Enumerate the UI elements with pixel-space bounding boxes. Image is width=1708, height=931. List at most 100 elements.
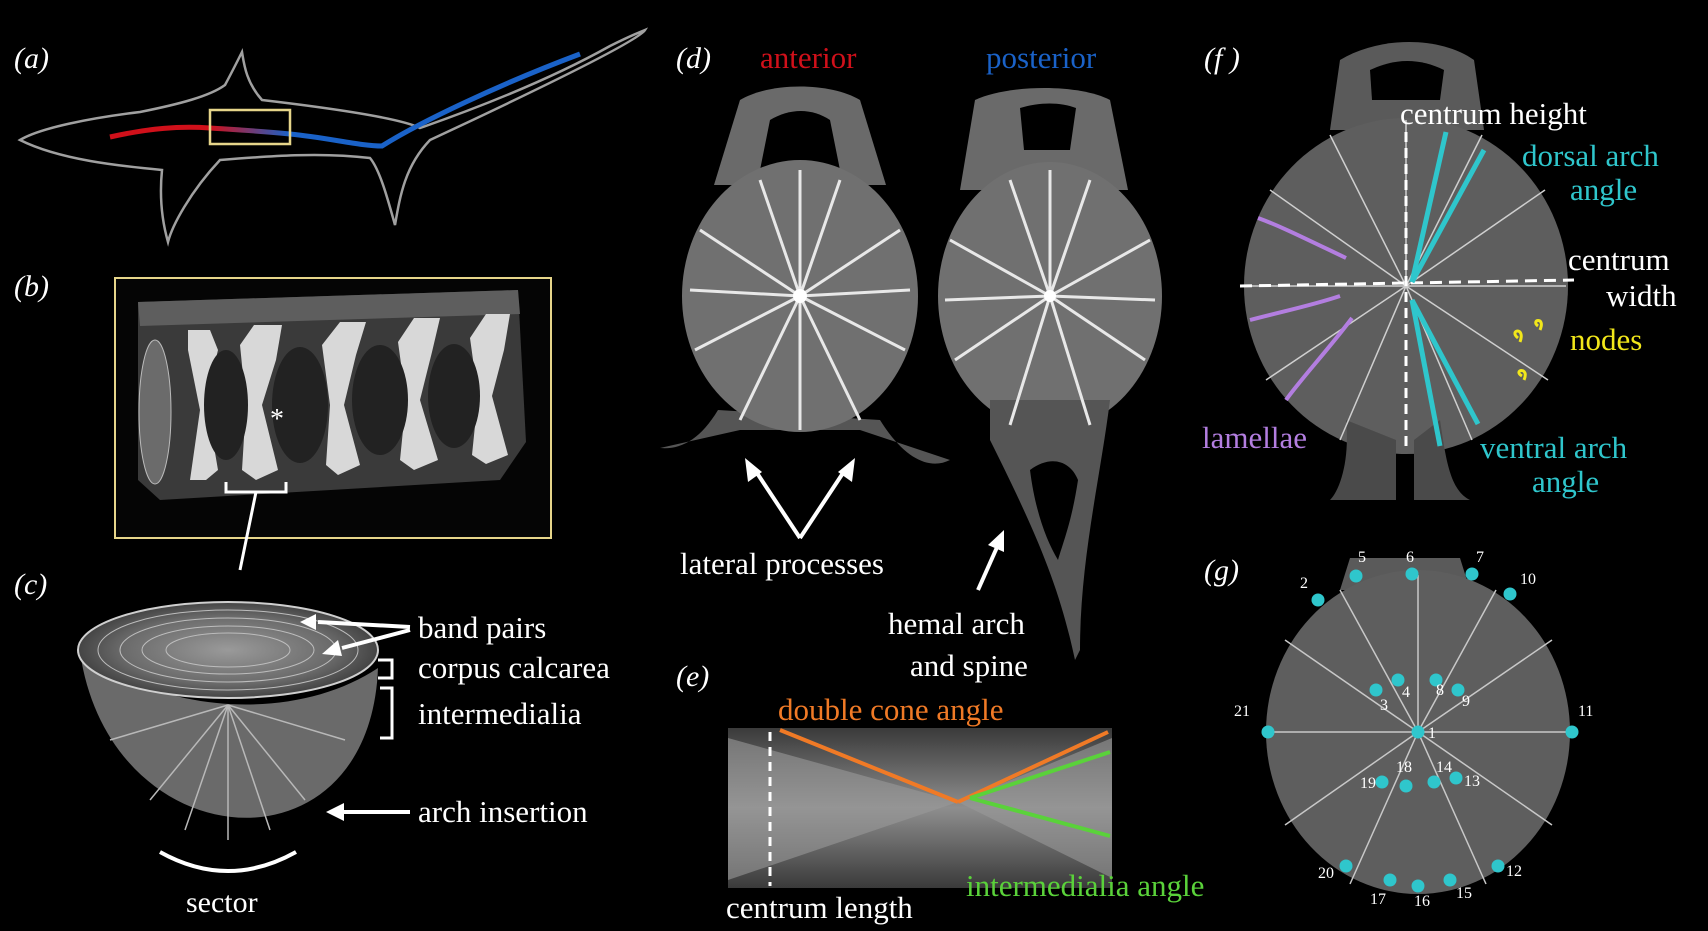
bracket-corpus: [378, 658, 394, 680]
landmark-dot-18: [1399, 779, 1413, 793]
arrow-lateral-left-head: [745, 458, 762, 482]
landmark-dot-14: [1427, 775, 1441, 789]
shark-outline: [17, 27, 649, 247]
region-box: [208, 108, 292, 146]
label-lateral-processes: lateral processes: [680, 546, 884, 581]
ventral-arch-line-2: [1409, 298, 1481, 426]
label-arch-insertion: arch insertion: [418, 794, 588, 829]
arrow-lateral-right-head: [838, 458, 855, 482]
spine-anterior: [109, 124, 211, 140]
label-nodes: nodes: [1570, 322, 1642, 357]
landmark-dot-13: [1449, 771, 1463, 785]
panel-label-f: (f ): [1204, 42, 1240, 75]
panel-label-e: (e): [676, 660, 709, 693]
label-intermedialia: intermedialia: [418, 696, 582, 731]
lamella-trace-2: [1249, 294, 1341, 322]
landmark-label-4: 4: [1402, 684, 1410, 701]
node-markers: [1513, 319, 1543, 381]
label-sector: sector: [186, 886, 258, 919]
landmark-dot-8: [1429, 673, 1443, 687]
landmark-label-8: 8: [1436, 682, 1444, 699]
landmark-dot-11: [1565, 725, 1579, 739]
label-hemal-1: hemal arch: [888, 606, 1025, 641]
landmark-dot-5: [1349, 569, 1363, 583]
arrow-hemal: [976, 544, 1000, 591]
arrow-band-pairs-1-head: [300, 614, 316, 630]
panel-c: (c) sector band pairs corpus calcarea i: [14, 568, 610, 919]
arrow-arch-insertion-head: [326, 803, 344, 821]
sector-bracket: [159, 850, 297, 873]
anterior-neural-canal: [760, 111, 840, 170]
landmark-label-12: 12: [1506, 863, 1522, 880]
landmark-dot-20: [1339, 859, 1353, 873]
label-ventral-1: ventral arch: [1480, 430, 1628, 465]
intermedialia-line-bottom: [969, 796, 1111, 838]
intermedialia-line-top: [969, 750, 1111, 800]
arrow-lateral-left: [753, 468, 802, 540]
centrum-bowl: [80, 652, 378, 818]
ventral-arch-line-1: [1409, 299, 1443, 447]
bracket-b-connector: [238, 491, 258, 571]
landmark-dot-6: [1405, 567, 1419, 581]
panel-label-b: (b): [14, 270, 49, 303]
dorsal-arch-line-1: [1409, 131, 1449, 283]
panel-label-a: (a): [14, 42, 49, 75]
cut-face: [138, 339, 172, 485]
landmark-label-16: 16: [1414, 893, 1430, 910]
bracket-intermedialia: [380, 686, 394, 740]
landmark-label-17: 17: [1370, 891, 1386, 908]
panel-label-c: (c): [14, 568, 47, 601]
anterior-lamellae: [689, 170, 911, 430]
landmark-label-3: 3: [1380, 697, 1388, 714]
label-centrum-length: centrum length: [726, 890, 913, 925]
posterior-hemal-canal: [1030, 461, 1078, 560]
landmark-label-9: 9: [1462, 693, 1470, 710]
f-hemal-arch: [1330, 420, 1470, 500]
landmark-label-1: 1: [1428, 725, 1436, 742]
label-intermedialia-angle: intermedialia angle: [966, 868, 1204, 903]
label-centrum-2: width: [1606, 278, 1677, 313]
arrow-band-pairs-1: [317, 620, 411, 629]
posterior-lamellae: [944, 170, 1156, 426]
landmark-label-13: 13: [1464, 773, 1480, 790]
dorsal-arch-line-2: [1409, 148, 1487, 284]
f-neural-canal: [1370, 61, 1444, 100]
intermedialia-texture: [109, 704, 346, 840]
centrum-top-face: [77, 601, 379, 699]
panel-label-g: (g): [1204, 554, 1239, 587]
landmark-dot-19: [1375, 775, 1389, 789]
label-centrum-1: centrum: [1568, 242, 1670, 277]
label-double-cone-angle: double cone angle: [778, 692, 1004, 727]
panel-b: (b) *: [14, 270, 552, 571]
label-dorsal-1: dorsal arch: [1522, 138, 1659, 173]
g-radial-texture: [1268, 575, 1568, 885]
label-anterior: anterior: [760, 40, 857, 75]
label-ventral-2: angle: [1532, 464, 1599, 499]
posterior-center: [1044, 290, 1056, 302]
anterior-lateral-processes: [660, 410, 950, 464]
landmark-label-14: 14: [1436, 759, 1452, 776]
dorsal-strip: [138, 290, 520, 326]
landmark-label-6: 6: [1406, 549, 1414, 566]
landmark-label-19: 19: [1360, 775, 1376, 792]
landmark-dot-21: [1261, 725, 1275, 739]
panel-e: (e) double cone angle centrum length int…: [676, 660, 1204, 925]
spine-posterior: [289, 51, 581, 149]
landmark-label-21: 21: [1234, 703, 1250, 720]
lamella-trace-3: [1284, 316, 1354, 402]
landmark-label-2: 2: [1300, 575, 1308, 592]
landmark-dot-3: [1369, 683, 1383, 697]
lamella-trace-1: [1257, 216, 1347, 260]
anterior-center: [793, 289, 807, 303]
landmark-dot-2: [1311, 593, 1325, 607]
double-cone-line-right: [957, 730, 1109, 804]
asterisk-marker: *: [270, 404, 284, 435]
landmark-label-10: 10: [1520, 571, 1536, 588]
label-corpus-calcarea: corpus calcarea: [418, 650, 610, 685]
label-band-pairs: band pairs: [418, 610, 546, 645]
arrow-band-pairs-2-head: [322, 640, 342, 656]
landmark-label-7: 7: [1476, 549, 1484, 566]
label-hemal-2: and spine: [910, 648, 1028, 683]
